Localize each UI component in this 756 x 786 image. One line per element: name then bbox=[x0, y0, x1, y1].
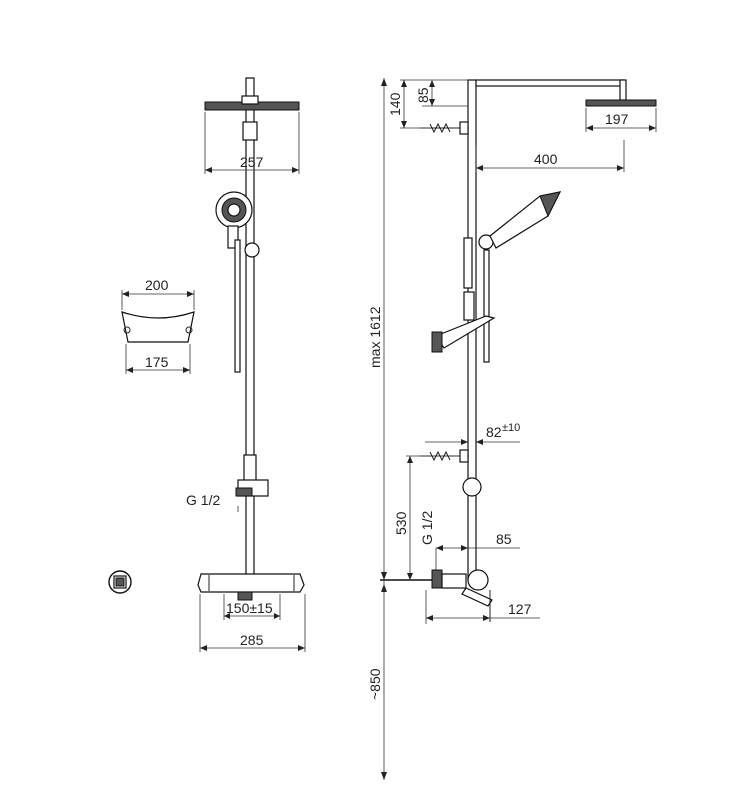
dim-head-diameter: 197 bbox=[605, 111, 629, 127]
wall-plate-symbol bbox=[108, 570, 132, 594]
dim-mixer-centers: 150±15 bbox=[226, 600, 273, 616]
dim-floor-height: ~850 bbox=[367, 668, 383, 700]
dim-arm-drop: 140 bbox=[387, 92, 403, 116]
dim-holder-offset: 82 bbox=[486, 424, 502, 440]
dim-mixer-width: 285 bbox=[240, 632, 264, 648]
shelf-detail: 200 175 bbox=[121, 277, 195, 374]
side-shower-arm bbox=[475, 79, 625, 87]
front-thermostatic-mixer bbox=[197, 573, 305, 601]
front-view: 257 G 1/2 150±15 bbox=[186, 77, 306, 652]
side-view: 197 140 85 400 bbox=[367, 78, 657, 780]
dim-arm-length: 400 bbox=[534, 151, 558, 167]
front-riser-pipe bbox=[245, 77, 255, 579]
front-hand-shower bbox=[215, 191, 260, 373]
dim-rain-head-width: 257 bbox=[240, 154, 264, 170]
dim-mixer-projection: 127 bbox=[508, 601, 532, 617]
dim-inlet-thread-front: G 1/2 bbox=[186, 492, 220, 508]
dim-holder-bottom-width: 175 bbox=[145, 354, 169, 370]
dim-total-height: max 1612 bbox=[367, 306, 383, 368]
dim-inlet-height: 530 bbox=[393, 511, 409, 535]
side-shelf bbox=[431, 291, 496, 353]
dim-arm-to-head: 85 bbox=[415, 87, 431, 103]
side-hand-shower bbox=[463, 191, 562, 363]
dim-inlet-thread-side: G 1/2 bbox=[419, 511, 435, 545]
dim-holder-top-width: 200 bbox=[145, 277, 169, 293]
dim-inlet-projection: 85 bbox=[496, 531, 512, 547]
shelf-outline bbox=[121, 311, 195, 343]
side-ball-joint bbox=[462, 477, 482, 497]
side-thermostatic-mixer bbox=[380, 569, 493, 622]
side-rain-head bbox=[585, 99, 657, 107]
dim-holder-offset-tolerance: ±10 bbox=[502, 422, 520, 434]
